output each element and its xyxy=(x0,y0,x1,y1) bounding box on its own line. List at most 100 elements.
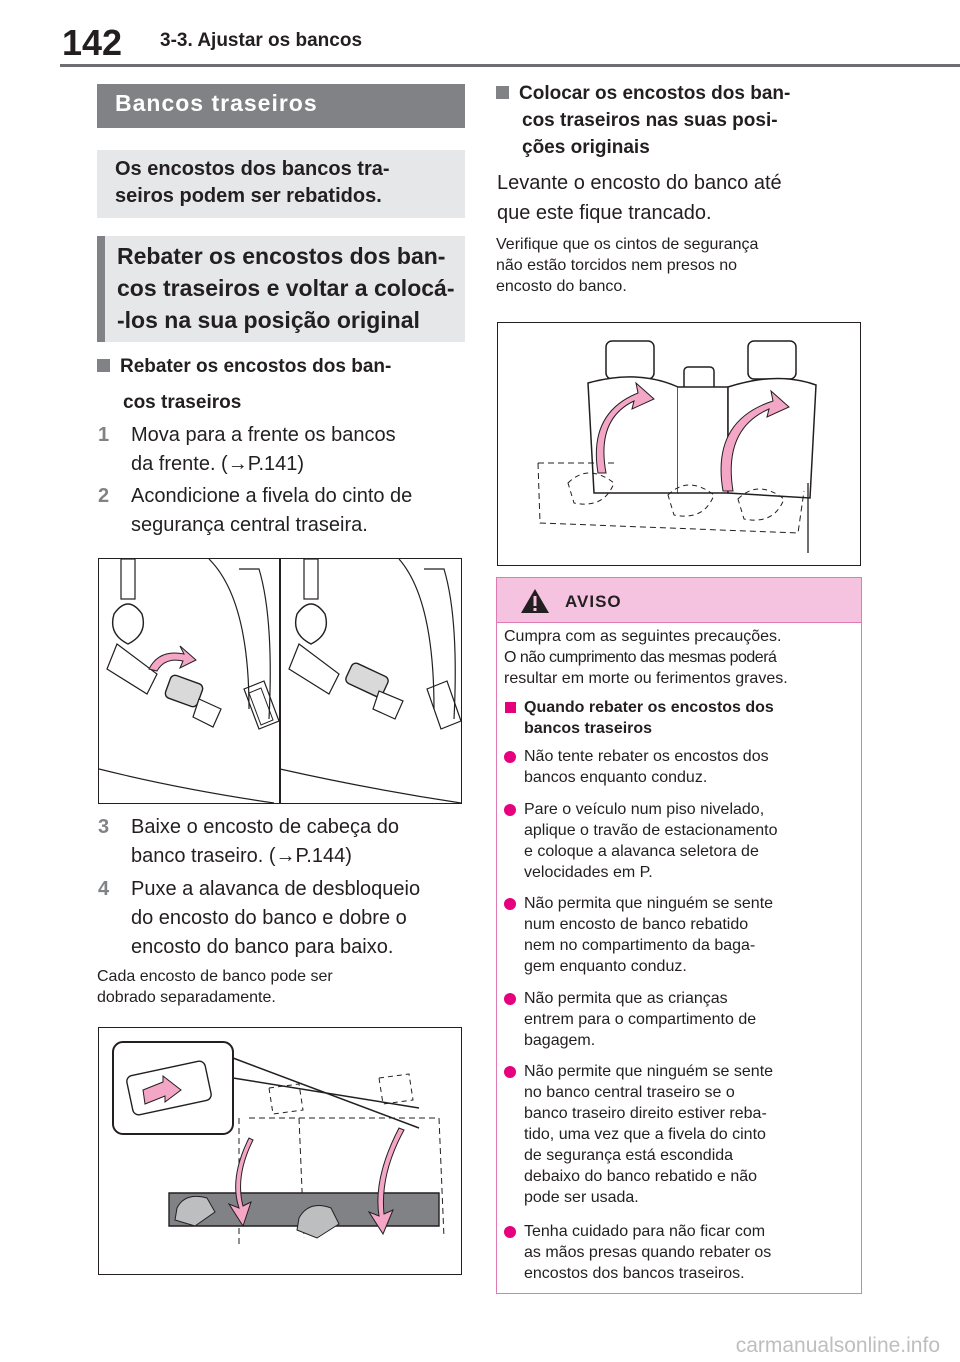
square-bullet-icon xyxy=(496,86,509,99)
step-line: banco traseiro. (→P.144) xyxy=(131,845,352,867)
step-3: 3 Baixe o encosto de cabeça do banco tra… xyxy=(98,813,468,871)
restore-note: Verifique que os cintos de segurança não… xyxy=(496,234,866,297)
subhead-line: ções originais xyxy=(522,137,650,158)
square-bullet-icon xyxy=(97,359,110,372)
bullet-dot-icon xyxy=(504,1066,516,1078)
item-line: velocidades em P. xyxy=(524,864,653,881)
step-1: 1 Mova para a frente os bancos da frente… xyxy=(98,421,468,479)
item-line: entrem para o compartimento de xyxy=(524,1011,757,1028)
item-line: Não tente rebater os encostos dos xyxy=(524,748,769,765)
subhead-line: bancos traseiros xyxy=(524,720,653,737)
item-line: Não permita que ninguém se sente xyxy=(524,895,774,912)
watermark: carmanualsonline.info xyxy=(735,1334,940,1357)
raise-illustration xyxy=(537,340,817,553)
subhead-line: Quando rebater os encostos dos xyxy=(524,699,774,716)
step-number: 4 xyxy=(98,878,110,900)
step-line: da frente. (→P.141) xyxy=(131,453,305,475)
summary-line: seiros podem ser rebatidos. xyxy=(115,185,382,207)
warning-item: Não tente rebater os encostos dos bancos… xyxy=(524,746,860,788)
intro-line: Cumpra com as seguintes precauções. xyxy=(504,628,782,645)
warning-box: AVISO Cumpra com as seguintes precauções… xyxy=(496,577,862,1294)
note-line: encosto do banco. xyxy=(496,278,627,295)
fold-note: Cada encosto de banco pode ser dobrado s… xyxy=(97,966,467,1008)
note-line: não estão torcidos nem presos no xyxy=(496,257,738,274)
item-line: Tenha cuidado para não ficar com xyxy=(524,1223,766,1240)
item-line: nem no compartimento da baga- xyxy=(524,937,756,954)
subhead-line: cos traseiros xyxy=(123,392,242,413)
item-line: Não permita que as crianças xyxy=(524,990,728,1007)
warning-item: Tenha cuidado para não ficar com as mãos… xyxy=(524,1221,860,1284)
item-line: bagagem. xyxy=(524,1032,596,1049)
restore-body: Levante o encosto do banco até que este … xyxy=(497,168,867,228)
item-line: pode ser usada. xyxy=(524,1189,639,1206)
warning-item: Não permita que as crianças entrem para … xyxy=(524,988,860,1051)
intro-line: O não cumprimento das mesmas poderá xyxy=(504,649,777,666)
item-line: gem enquanto conduz. xyxy=(524,958,687,975)
section-title: 3-3. Ajustar os bancos xyxy=(160,30,363,51)
step-line: Baixe o encosto de cabeça do xyxy=(131,816,399,838)
buckle-figure xyxy=(98,558,462,804)
item-line: encostos dos bancos traseiros. xyxy=(524,1265,745,1282)
fold-illustration xyxy=(112,1041,445,1248)
step-line: segurança central traseira. xyxy=(131,514,368,536)
step-4: 4 Puxe a alavanca de desbloqueio do enco… xyxy=(98,875,468,962)
page-number: 142 xyxy=(62,22,123,63)
warning-item: Não permita que ninguém se sente num enc… xyxy=(524,893,860,977)
note-line: dobrado separadamente. xyxy=(97,989,276,1006)
body-line: Levante o encosto do banco até xyxy=(497,172,782,194)
item-line: banco traseiro direito estiver reba- xyxy=(524,1105,767,1122)
step-line: Mova para a frente os bancos xyxy=(131,424,396,446)
topic-box: Rebater os encostos dos ban- cos traseir… xyxy=(97,236,465,342)
buckle-illustration xyxy=(98,558,462,804)
raise-figure xyxy=(497,322,861,566)
fold-subhead: Rebater os encostos dos ban- cos traseir… xyxy=(97,352,467,418)
warning-item: Não permite que ninguém se sente no banc… xyxy=(524,1061,860,1208)
step-2: 2 Acondicione a fivela do cinto de segur… xyxy=(98,482,468,540)
note-line: Cada encosto de banco pode ser xyxy=(97,968,333,985)
step-number: 2 xyxy=(98,485,110,507)
bullet-dot-icon xyxy=(504,898,516,910)
summary-line: Os encostos dos bancos tra- xyxy=(115,158,390,180)
note-line: Verifique que os cintos de segurança xyxy=(496,236,759,253)
warning-subhead: Quando rebater os encostos dos bancos tr… xyxy=(524,697,860,739)
intro-line: resultar em morte ou ferimentos graves. xyxy=(504,670,788,687)
item-line: no banco central traseiro se o xyxy=(524,1084,735,1101)
warning-triangle-icon xyxy=(521,589,549,613)
step-number: 1 xyxy=(98,424,110,446)
restore-subhead: Colocar os encostos dos ban- cos traseir… xyxy=(496,80,866,161)
square-bullet-icon xyxy=(505,702,516,713)
summary-box: Os encostos dos bancos tra- seiros podem… xyxy=(97,150,465,218)
bullet-dot-icon xyxy=(504,751,516,763)
warning-item: Pare o veículo num piso nivelado, apliqu… xyxy=(524,799,860,883)
item-line: bancos enquanto conduz. xyxy=(524,769,708,786)
subhead-line: Rebater os encostos dos ban- xyxy=(120,356,392,377)
item-line: debaixo do banco rebatido e não xyxy=(524,1168,758,1185)
item-line: as mãos presas quando rebater os xyxy=(524,1244,772,1261)
step-line: do encosto do banco e dobre o xyxy=(131,907,407,929)
bullet-dot-icon xyxy=(504,993,516,1005)
bullet-dot-icon xyxy=(504,804,516,816)
warning-intro: Cumpra com as seguintes precauções. O nã… xyxy=(504,626,860,689)
item-line: tido, uma vez que a fivela do cinto xyxy=(524,1126,766,1143)
step-number: 3 xyxy=(98,816,110,838)
title-box: Bancos traseiros xyxy=(97,84,465,128)
bullet-dot-icon xyxy=(504,1226,516,1238)
topic-line: Rebater os encostos dos ban- xyxy=(117,243,446,269)
step-line: Acondicione a fivela do cinto de xyxy=(131,485,413,507)
topic-line: cos traseiros e voltar a colocá- xyxy=(117,275,455,301)
warning-title: AVISO xyxy=(565,592,622,611)
item-line: Pare o veículo num piso nivelado, xyxy=(524,801,765,818)
subhead-line: Colocar os encostos dos ban- xyxy=(519,83,791,104)
header-rule xyxy=(60,64,960,67)
item-line: aplique o travão de estacionamento xyxy=(524,822,778,839)
step-line: Puxe a alavanca de desbloqueio xyxy=(131,878,421,900)
item-line: e coloque a alavanca seletora de xyxy=(524,843,759,860)
item-line: de segurança está escondida xyxy=(524,1147,734,1164)
fold-figure xyxy=(98,1027,462,1275)
body-line: que este fique trancado. xyxy=(497,202,712,224)
warning-header: AVISO xyxy=(497,578,861,623)
step-line: encosto do banco para baixo. xyxy=(131,936,394,958)
item-line: Não permite que ninguém se sente xyxy=(524,1063,774,1080)
topic-line: -los na sua posição original xyxy=(117,307,420,333)
subhead-line: cos traseiros nas suas posi- xyxy=(522,110,778,131)
